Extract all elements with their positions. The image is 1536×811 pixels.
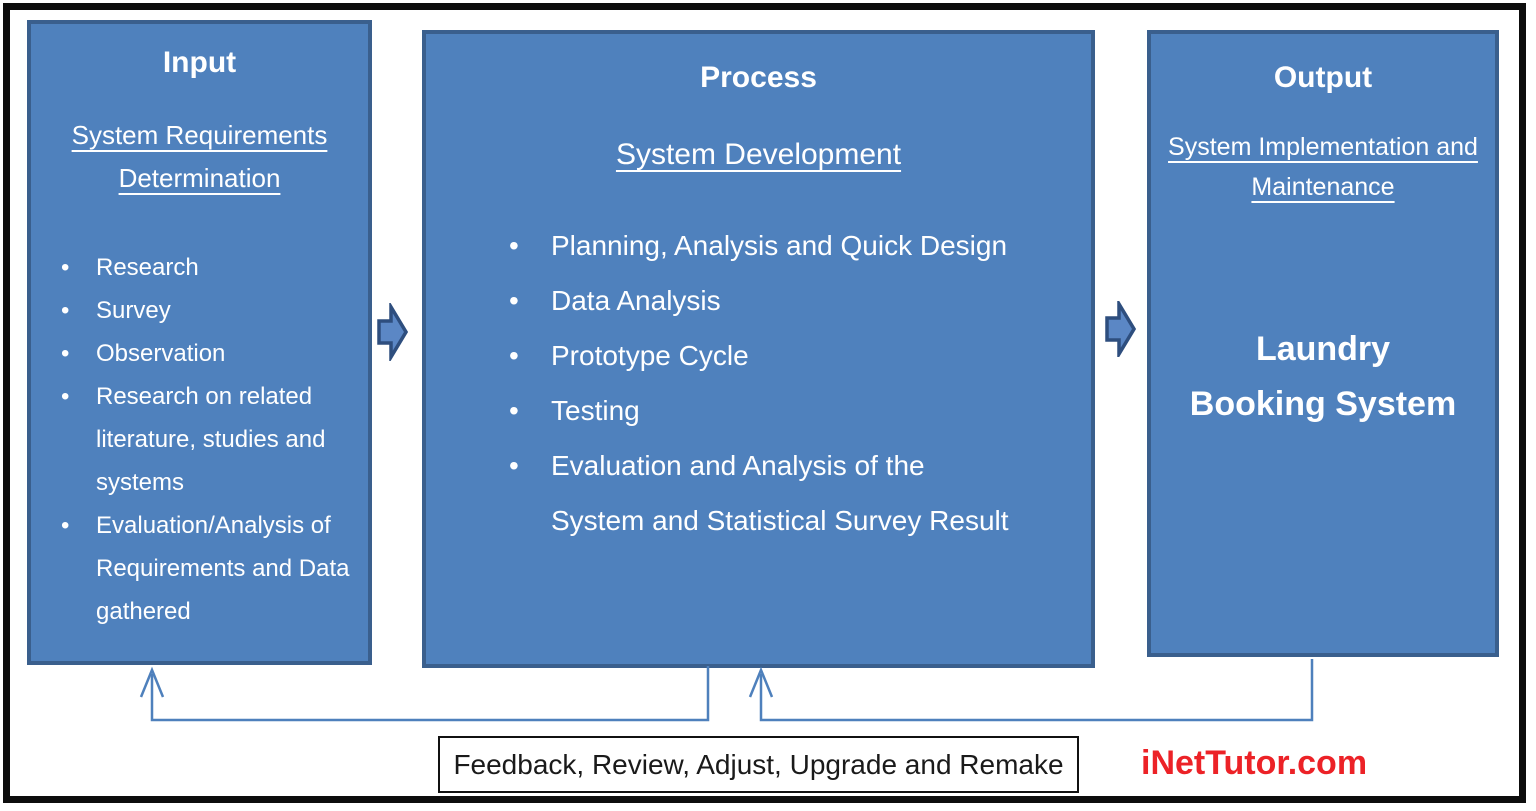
watermark-inettutor: iNetTutor.com [1141, 744, 1368, 782]
process-box: Process System Development Planning, Ana… [422, 30, 1095, 668]
input-subtitle: System Requirements Determination [71, 120, 328, 193]
input-box: Input System Requirements Determination … [27, 20, 372, 665]
output-box: Output System Implementation and Mainten… [1147, 30, 1499, 657]
list-item: Data Analysis [509, 273, 1021, 328]
list-item: Survey [61, 289, 351, 332]
input-title: Input [162, 46, 237, 79]
list-item: Evaluation and Analysis of the System an… [509, 438, 1021, 548]
feedback-label: Feedback, Review, Adjust, Upgrade and Re… [453, 748, 1064, 780]
list-item: Research [61, 246, 351, 289]
input-bullet-list: Research Survey Observation Research on … [61, 246, 351, 633]
list-item: Planning, Analysis and Quick Design [509, 218, 1021, 273]
input-to-process-arrow-icon [377, 303, 408, 361]
list-item: Research on related literature, studies … [61, 375, 351, 504]
output-system-name-line2: Booking System [1189, 385, 1457, 423]
process-title: Process [700, 61, 817, 94]
output-title: Output [1273, 61, 1373, 94]
list-item: Evaluation/Analysis of Requirements and … [61, 504, 351, 633]
process-bullet-list: Planning, Analysis and Quick Design Data… [509, 218, 1029, 548]
output-system-name-line1: Laundry [1255, 330, 1391, 368]
process-to-output-arrow-icon [1105, 301, 1136, 357]
list-item: Prototype Cycle [509, 328, 1021, 383]
feedback-box: Feedback, Review, Adjust, Upgrade and Re… [438, 736, 1079, 793]
list-item: Observation [61, 332, 351, 375]
list-item: Testing [509, 383, 1021, 438]
process-subtitle: System Development [615, 138, 902, 171]
output-system-name: Laundry Booking System [1151, 322, 1495, 432]
output-subtitle: System Implementation and Maintenance [1168, 133, 1478, 201]
